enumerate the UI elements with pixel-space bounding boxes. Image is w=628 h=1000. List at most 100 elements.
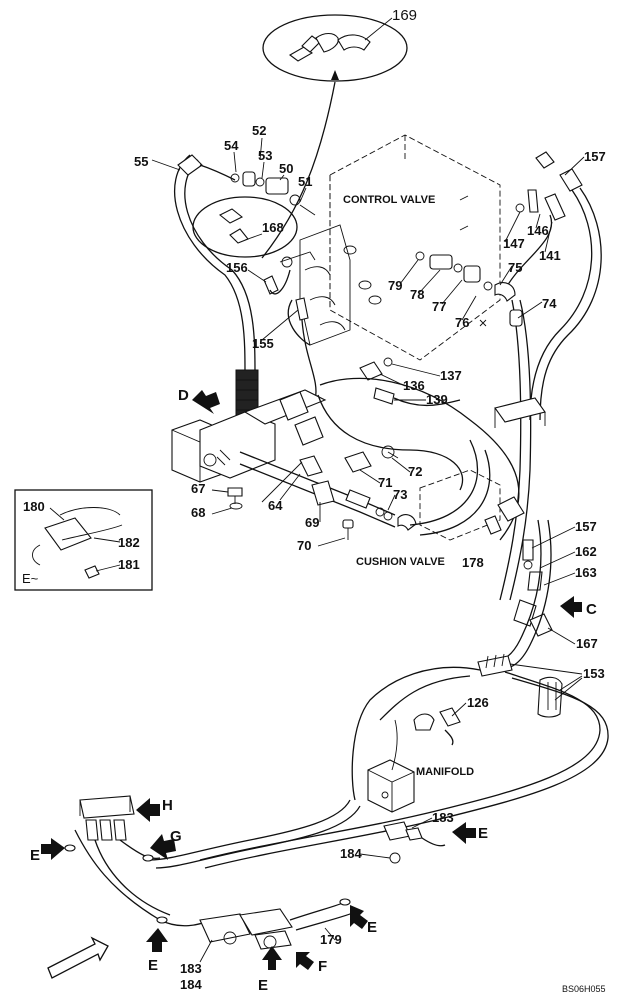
part-183-right: 183	[432, 810, 454, 825]
part-181: 181	[118, 557, 140, 572]
letter-c: C	[586, 601, 597, 618]
part-157-top: 157	[584, 149, 606, 164]
part-74: 74	[542, 296, 557, 311]
label-control-valve: CONTROL VALVE	[343, 194, 435, 206]
fittings-156-155	[263, 251, 317, 401]
part-169: 169	[392, 7, 417, 24]
part-126: 126	[467, 695, 489, 710]
arrow-h	[136, 798, 160, 822]
part-50: 50	[279, 161, 293, 176]
detail-169-ellipse	[262, 14, 408, 82]
leader-to-168	[261, 81, 336, 259]
part-numbers: 169 52 54 53 50 51 55 168 156 155 157 14…	[23, 7, 606, 992]
h-block	[74, 795, 211, 927]
part-153: 153	[583, 666, 605, 681]
detail-e-box	[14, 489, 153, 591]
part-64: 64	[268, 498, 283, 513]
block-d	[171, 389, 327, 483]
clamps	[261, 445, 399, 506]
clips-lower	[64, 844, 351, 924]
part-162: 162	[575, 544, 597, 559]
part-75: 75	[508, 260, 522, 275]
part-73: 73	[393, 487, 407, 502]
arrow-e-bottom-left	[146, 928, 168, 952]
part-182: 182	[118, 535, 140, 550]
label-manifold: MANIFOLD	[416, 766, 474, 778]
arrow-f	[296, 952, 314, 970]
part-71: 71	[378, 475, 392, 490]
bolt-67-68	[227, 487, 243, 510]
leader-lines	[151, 137, 585, 963]
bottom-valve	[199, 901, 356, 950]
letter-e-mid: E	[367, 919, 377, 936]
control-valve-block	[299, 134, 501, 361]
part-168: 168	[262, 220, 284, 235]
arrow-e-mid	[350, 905, 368, 929]
part-163: 163	[575, 565, 597, 580]
arrow-e-left	[41, 838, 65, 860]
fittings-top-left	[199, 164, 316, 216]
part-146: 146	[527, 223, 549, 238]
leader-arrowhead	[331, 70, 339, 80]
letter-f: F	[318, 958, 327, 975]
fittings-right-top	[504, 151, 602, 421]
letter-d: D	[178, 387, 189, 404]
part-184-right: 184	[340, 846, 362, 861]
part-55: 55	[134, 154, 148, 169]
hoses-middle	[317, 377, 520, 541]
bolt-70	[342, 519, 354, 540]
part-76: 76	[455, 315, 469, 330]
diagram-code: BS06H055	[562, 984, 606, 994]
arrow-d	[192, 390, 220, 414]
part-155: 155	[252, 336, 274, 351]
junction-153	[477, 653, 563, 718]
label-detail-e: E~	[22, 571, 39, 586]
part-70: 70	[297, 538, 311, 553]
bracket-74	[494, 397, 546, 428]
part-139: 139	[426, 392, 448, 407]
part-51: 51	[298, 174, 312, 189]
fitting-183-184-right	[383, 821, 446, 864]
part-69: 69	[305, 515, 319, 530]
pipe-to-cushion	[239, 451, 417, 531]
letter-h: H	[162, 797, 173, 814]
fittings-157-167	[494, 519, 553, 669]
part-68: 68	[191, 505, 205, 520]
part-167: 167	[576, 636, 598, 651]
part-147: 147	[503, 236, 525, 251]
part-157-mid: 157	[575, 519, 597, 534]
part-136: 136	[403, 378, 425, 393]
label-cushion-valve: CUSHION VALVE	[356, 556, 445, 568]
part-184-bottom: 184	[180, 977, 202, 992]
ring-168	[192, 196, 298, 258]
cushion-valve-block	[419, 469, 525, 541]
arrow-e-bottom	[262, 946, 282, 970]
hose-55	[174, 154, 259, 421]
letter-e-left: E	[30, 847, 40, 864]
part-141: 141	[539, 248, 561, 263]
part-178: 178	[462, 555, 484, 570]
arrow-forward	[47, 936, 109, 979]
part-79: 79	[388, 278, 402, 293]
part-179: 179	[320, 932, 342, 947]
part-53: 53	[258, 148, 272, 163]
fittings-79-74	[415, 251, 532, 601]
part-67: 67	[191, 481, 205, 496]
arrow-e-right	[452, 822, 476, 844]
part-72: 72	[408, 464, 422, 479]
part-137: 137	[440, 368, 462, 383]
part-54: 54	[224, 138, 239, 153]
manifold-area	[367, 707, 461, 813]
part-183-bottom: 183	[180, 961, 202, 976]
letter-e-right: E	[478, 825, 488, 842]
fittings-137-139	[359, 357, 461, 407]
letter-e-bottom: E	[258, 977, 268, 994]
part-180: 180	[23, 499, 45, 514]
arrow-letters: D C H G E E E E E E F	[30, 387, 597, 994]
arrow-c	[560, 596, 582, 618]
letter-g: G	[170, 828, 182, 845]
hoses-lower	[149, 666, 609, 869]
letter-e-bottom-left: E	[148, 957, 158, 974]
part-52: 52	[252, 123, 266, 138]
